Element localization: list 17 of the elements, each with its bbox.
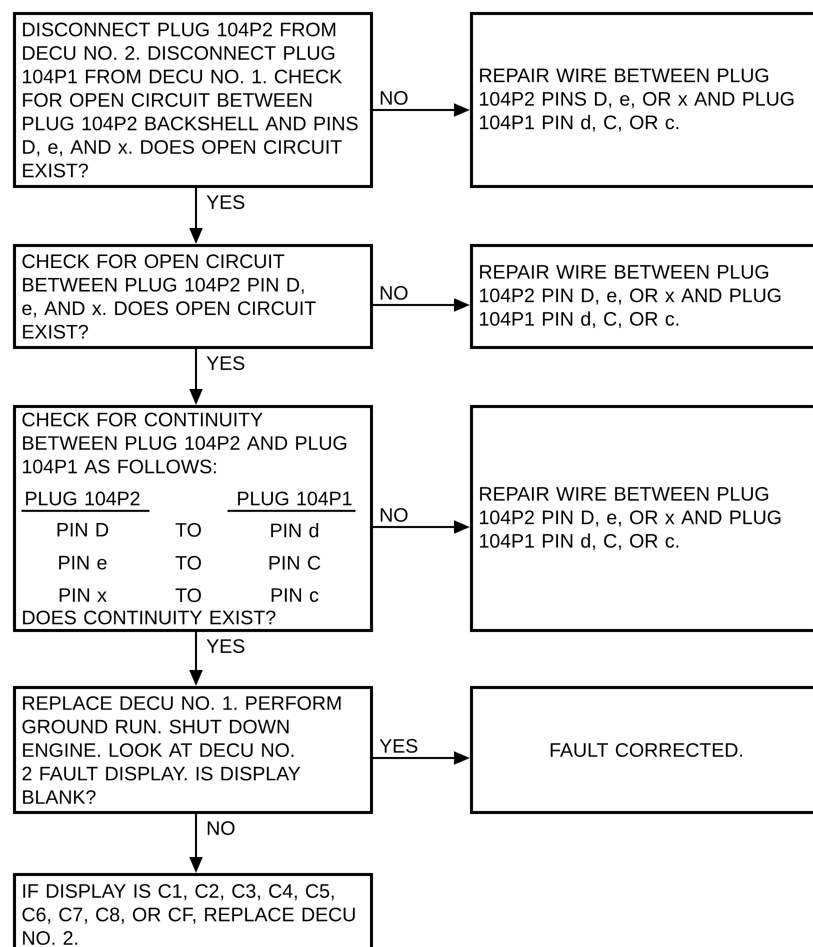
step-box: CHECK FOR CONTINUITY BETWEEN PLUG 104P2 AND PLUG 104P1 AS FOLLOWS: PLUG 104P2 PLUG 104P1 PIN D TO PIN d PIN e TO PIN C PIN x TO PIN c DOES CONTINUITY EXIST? bbox=[13, 405, 373, 632]
edge-label: NO bbox=[378, 507, 410, 523]
step-box: REPLACE DECU NO. 1. PERFORM GROUND RUN. SHUT DOWN ENGINE. LOOK AT DECU NO. 2 FAULT DISPLAY. IS DISPLAY BLANK? bbox=[13, 686, 373, 814]
edge-label: YES bbox=[205, 638, 246, 654]
edge-label: NO bbox=[378, 90, 410, 106]
step-box: CHECK FOR OPEN CIRCUIT BETWEEN PLUG 104P2 PIN D, e, AND x. DOES OPEN CIRCUIT EXIST? bbox=[13, 244, 373, 349]
edge-label: NO bbox=[378, 285, 410, 301]
step-box: IF DISPLAY IS C1, C2, C3, C4, C5, C6, C7, C8, OR CF, REPLACE DECU NO. 2. bbox=[13, 873, 373, 947]
action-box: REPAIR WIRE BETWEEN PLUG 104P2 PIN D, e, OR x AND PLUG 104P1 PIN d, C, OR c. bbox=[470, 405, 813, 632]
edge-label: NO bbox=[205, 820, 236, 836]
action-box: REPAIR WIRE BETWEEN PLUG 104P2 PINS D, e, OR x AND PLUG 104P1 PIN d, C, OR c. bbox=[470, 12, 813, 188]
action-box: FAULT CORRECTED. bbox=[470, 686, 813, 814]
edge-label: YES bbox=[205, 355, 246, 371]
action-box: REPAIR WIRE BETWEEN PLUG 104P2 PIN D, e, OR x AND PLUG 104P1 PIN d, C, OR c. bbox=[470, 244, 813, 349]
edge-label: YES bbox=[205, 194, 246, 210]
edge-label: YES bbox=[378, 738, 420, 754]
step-box: DISCONNECT PLUG 104P2 FROM DECU NO. 2. DISCONNECT PLUG 104P1 FROM DECU NO. 1. CHECK FOR OPEN CIRCUIT BETWEEN PLUG 104P2 BACKSHELL AND PINS D, e, AND x. DOES OPEN CIRCUIT EXIST? bbox=[13, 12, 373, 188]
